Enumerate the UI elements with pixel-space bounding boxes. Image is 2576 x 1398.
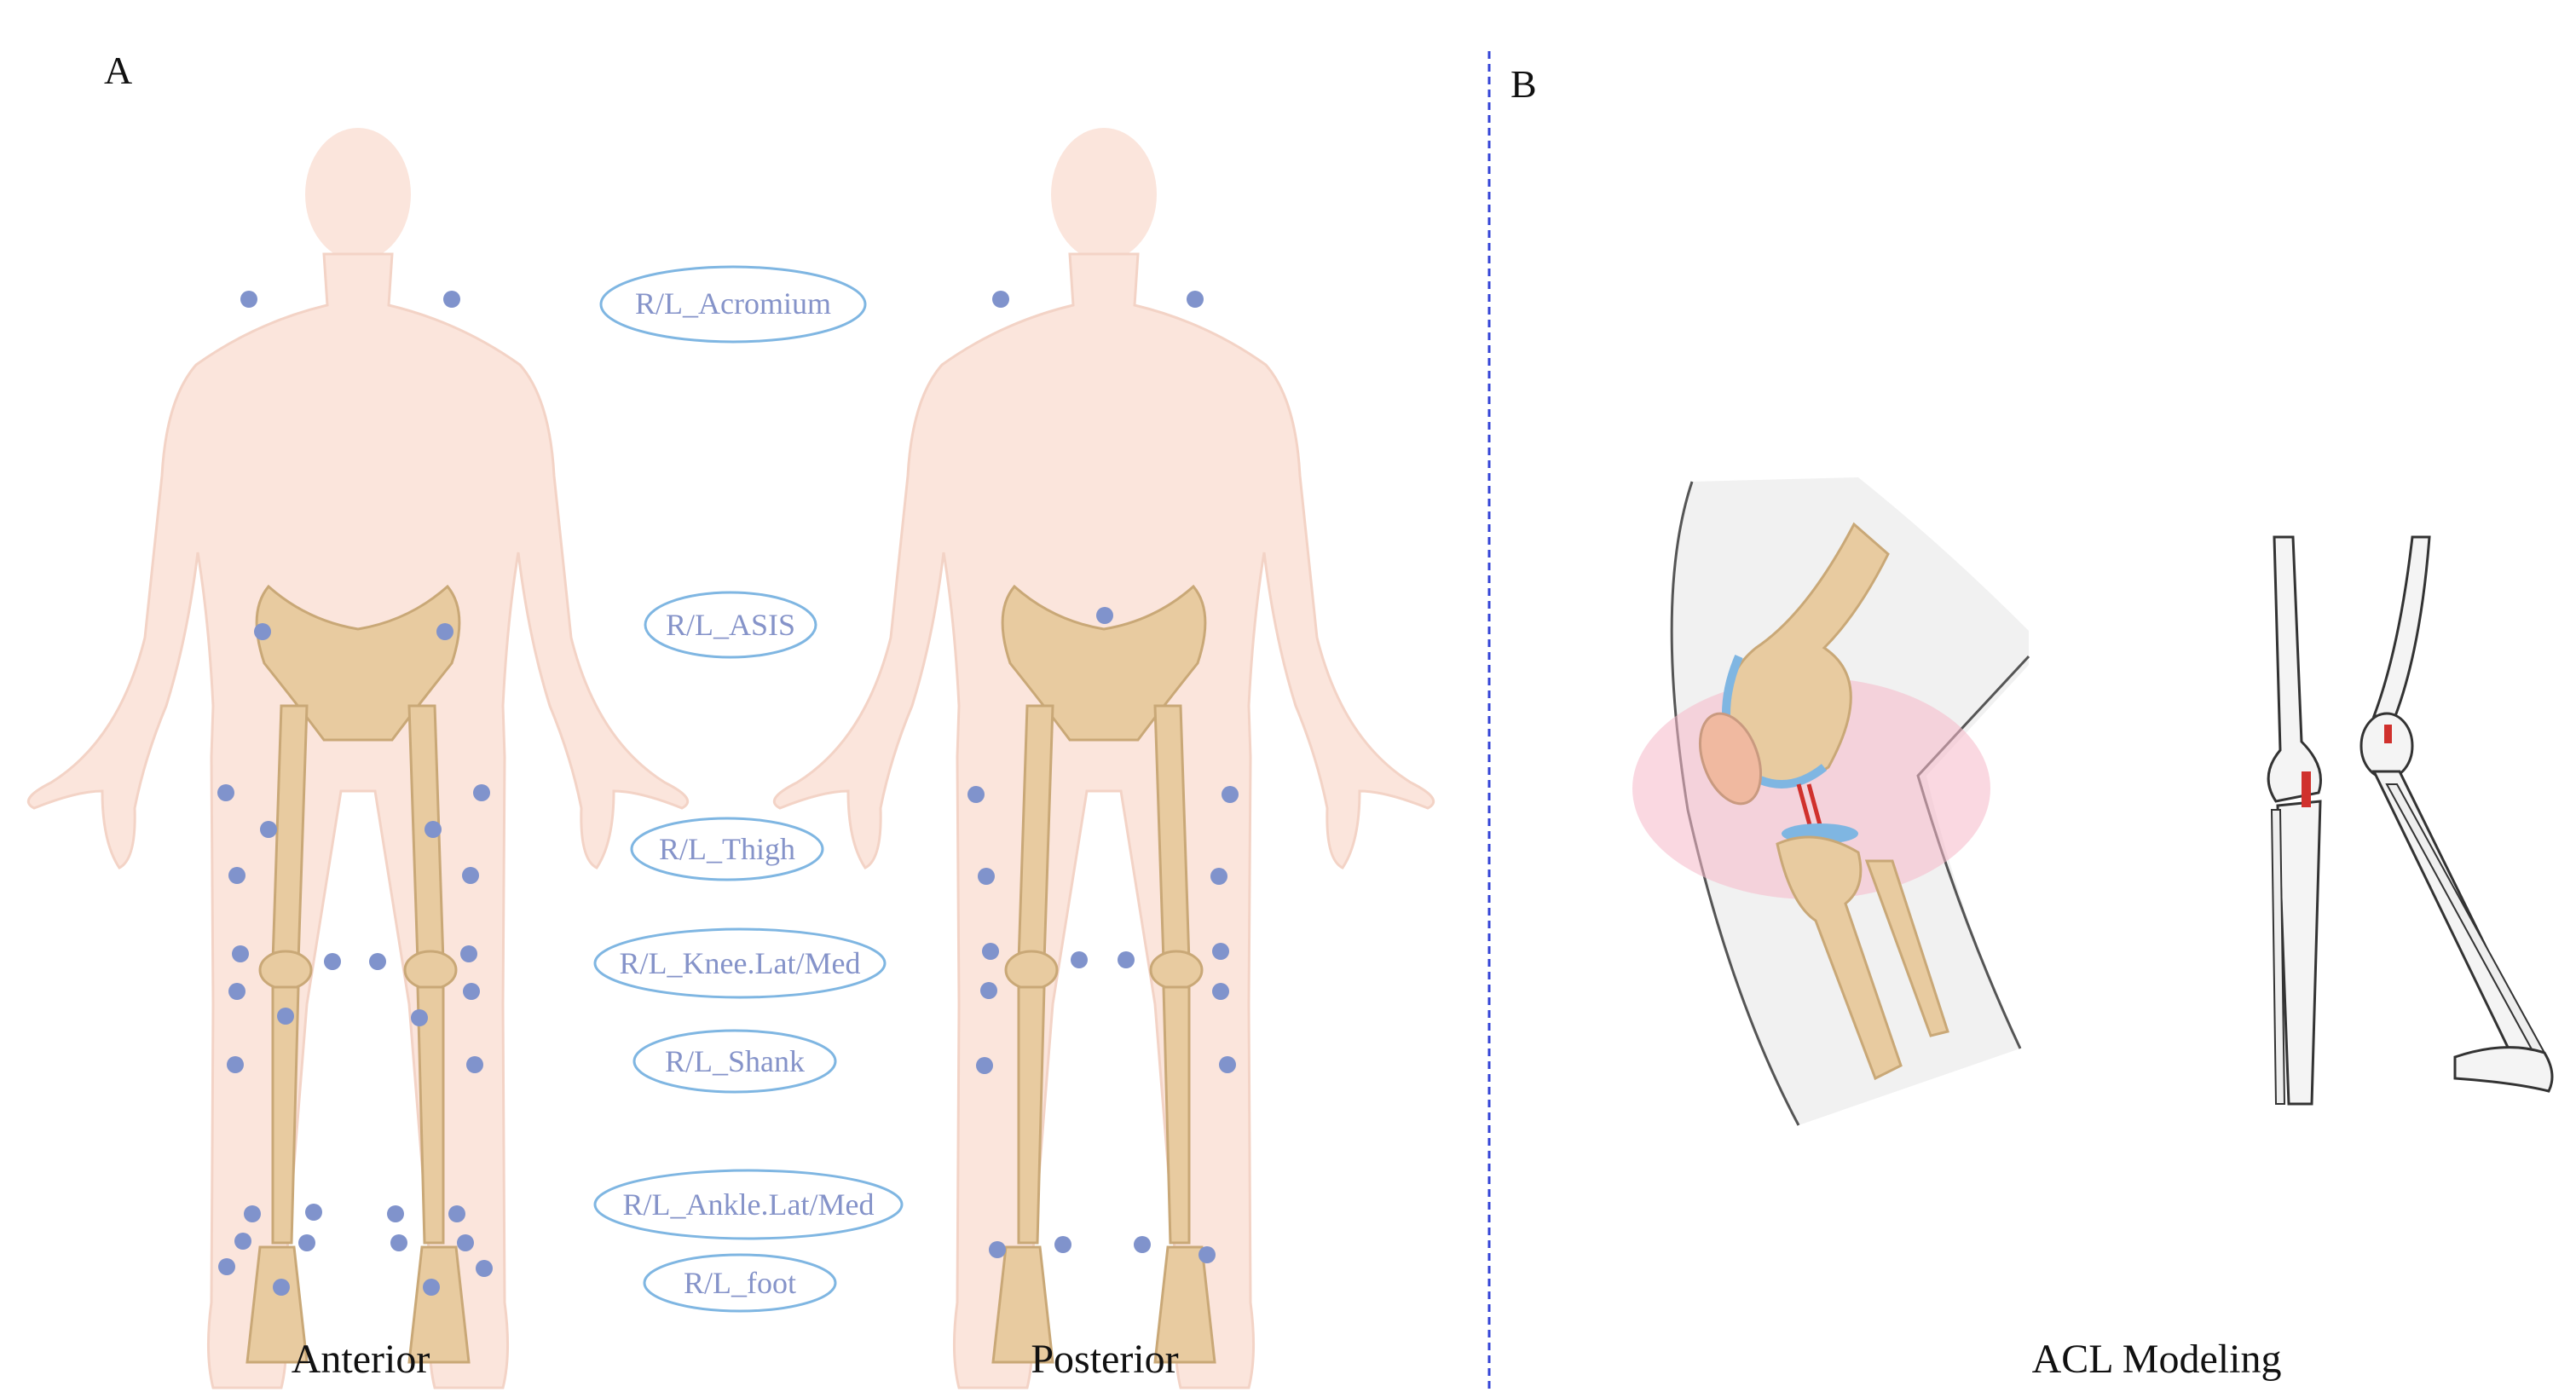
label-thigh-text: R/L_Thigh (659, 832, 795, 866)
marker-dot (1096, 607, 1113, 624)
marker-dot (1071, 951, 1088, 968)
marker-dot (254, 623, 271, 640)
marker-dot (443, 291, 460, 308)
panel-b: B (1510, 62, 2554, 1382)
marker-dot (1212, 983, 1229, 1000)
marker-dot (1210, 868, 1227, 885)
marker-dot (228, 867, 245, 884)
panel-b-letter: B (1510, 62, 1537, 106)
marker-dot (240, 291, 257, 308)
caption-acl-modeling: ACL Modeling (2032, 1337, 2282, 1382)
marker-dot (448, 1205, 465, 1222)
marker-dot (425, 821, 442, 838)
marker-dot (980, 982, 997, 999)
acl-model-upright-leg (2267, 535, 2322, 1106)
label-asis-text: R/L_ASIS (666, 608, 795, 642)
marker-dot (232, 945, 249, 962)
panel-a-letter: A (104, 49, 132, 92)
marker-dot (234, 1233, 251, 1250)
marker-dot (369, 953, 386, 970)
label-acromium-text: R/L_Acromium (635, 286, 831, 321)
marker-dot (298, 1234, 315, 1251)
label-knee: R/L_Knee.Lat/Med (593, 927, 887, 999)
marker-dot (217, 784, 234, 801)
anterior-figure (26, 126, 690, 1389)
marker-dot (228, 983, 245, 1000)
marker-dot (457, 1234, 474, 1251)
label-asis: R/L_ASIS (644, 591, 817, 659)
marker-dot (411, 1009, 428, 1026)
label-shank: R/L_Shank (632, 1029, 837, 1094)
acl-ligament-flexed (2384, 725, 2392, 743)
marker-dot (462, 867, 479, 884)
marker-dot (1118, 951, 1135, 968)
marker-dot (1187, 291, 1204, 308)
marker-dot (466, 1056, 483, 1073)
marker-dot (218, 1258, 235, 1275)
marker-dot (273, 1279, 290, 1296)
marker-dot (992, 291, 1009, 308)
label-shank-text: R/L_Shank (665, 1044, 805, 1078)
acl-model-flexed-leg (2359, 535, 2554, 1093)
landmark-labels: R/L_Acromium R/L_ASIS R/L_Thigh R/L_Knee… (593, 265, 904, 1313)
marker-dot (989, 1241, 1006, 1258)
label-knee-text: R/L_Knee.Lat/Med (620, 946, 861, 980)
marker-dot (244, 1205, 261, 1222)
marker-dot (978, 868, 995, 885)
label-foot: R/L_foot (643, 1253, 837, 1313)
label-acromium: R/L_Acromium (599, 265, 867, 344)
marker-dot (1222, 786, 1239, 803)
marker-dot (423, 1279, 440, 1296)
label-thigh: R/L_Thigh (630, 817, 824, 881)
panel-a: A R/L_Acromium R/L_ASIS R/L_Thig (26, 49, 1435, 1389)
marker-dot (976, 1057, 993, 1074)
marker-dot (473, 784, 490, 801)
marker-dot (1198, 1246, 1216, 1263)
caption-posterior: Posterior (1031, 1337, 1178, 1382)
marker-dot (277, 1008, 294, 1025)
marker-dot (1054, 1236, 1071, 1253)
label-ankle-text: R/L_Ankle.Lat/Med (623, 1187, 875, 1222)
marker-dot (390, 1234, 407, 1251)
marker-dot (227, 1056, 244, 1073)
marker-dots (217, 291, 1239, 1296)
knee-anatomy-illustration (1632, 477, 2030, 1126)
marker-dot (260, 821, 277, 838)
marker-dot (1134, 1236, 1151, 1253)
marker-dot (1212, 943, 1229, 960)
marker-dot (982, 943, 999, 960)
label-ankle: R/L_Ankle.Lat/Med (593, 1169, 904, 1240)
marker-dot (305, 1204, 322, 1221)
label-foot-text: R/L_foot (684, 1266, 796, 1300)
marker-dot (967, 786, 985, 803)
marker-dot (324, 953, 341, 970)
marker-dot (463, 983, 480, 1000)
marker-dot (476, 1260, 493, 1277)
marker-dot (387, 1205, 404, 1222)
marker-dot (436, 623, 453, 640)
marker-dot (1219, 1056, 1236, 1073)
acl-ligament-upright (2302, 771, 2311, 807)
caption-anterior: Anterior (292, 1337, 430, 1382)
marker-dot (460, 945, 477, 962)
